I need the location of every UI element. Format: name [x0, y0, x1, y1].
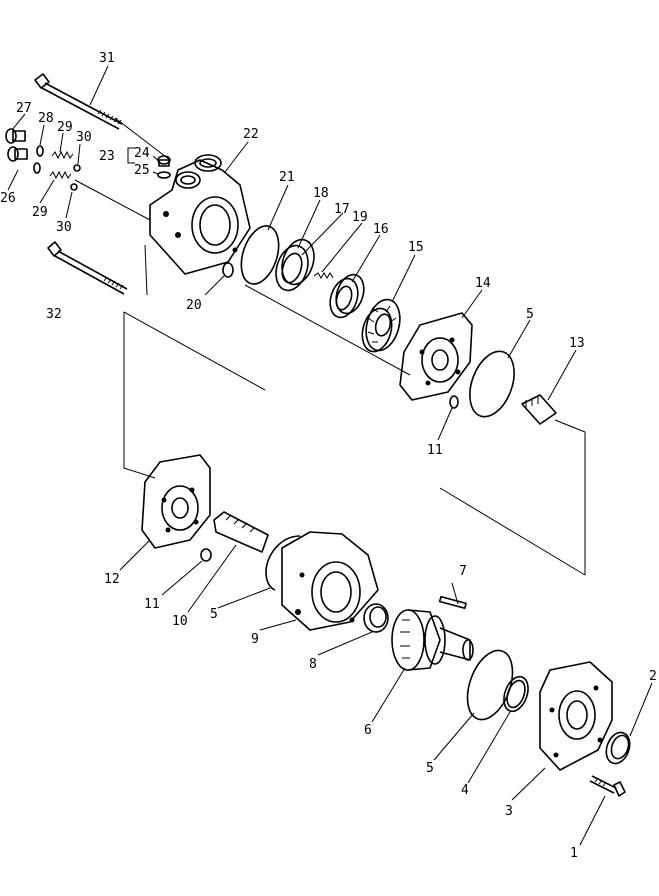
oring-21	[240, 225, 280, 285]
oring-5-upper	[469, 350, 515, 418]
ring-2	[605, 731, 631, 765]
label-27: 27	[16, 101, 32, 116]
oring-11-lower	[200, 548, 212, 562]
label-5-middle: 5	[210, 607, 218, 622]
oring-20	[222, 262, 234, 278]
plate-12	[141, 454, 211, 549]
label-6: 6	[364, 723, 372, 738]
label-5-bottom: 5	[426, 761, 434, 776]
label-17: 17	[334, 202, 350, 217]
bearing-16	[329, 273, 365, 319]
label-30: 30	[76, 130, 92, 145]
label-15: 15	[408, 240, 424, 255]
label-26: 26	[0, 191, 16, 206]
label-3: 3	[505, 804, 513, 819]
leader-lines	[7, 65, 653, 846]
label-5-top: 5	[526, 307, 534, 322]
label-11-top: 11	[427, 443, 443, 458]
oring-11-upper	[449, 395, 459, 409]
label-16: 16	[373, 222, 389, 237]
label-2: 2	[649, 669, 657, 684]
label-30-lower: 30	[56, 220, 72, 235]
label-18: 18	[313, 186, 329, 201]
housing-9	[281, 531, 379, 631]
key-7	[438, 595, 467, 610]
label-29-lower: 29	[32, 205, 48, 220]
ring-8	[363, 603, 389, 633]
label-11-bottom: 11	[144, 597, 160, 612]
label-9: 9	[251, 632, 259, 647]
part-labels: 31 27 28 29 30 23 24 25 22 26 29 30 21 1…	[0, 51, 657, 861]
housing-22	[149, 154, 251, 275]
spring-29	[49, 150, 74, 180]
label-31: 31	[99, 51, 115, 66]
cover-3	[539, 661, 613, 771]
label-1: 1	[570, 846, 578, 861]
label-13: 13	[569, 336, 585, 351]
label-21: 21	[279, 170, 295, 185]
rotor-15	[361, 298, 401, 353]
label-4: 4	[461, 783, 469, 798]
label-32: 32	[46, 307, 62, 322]
label-14: 14	[475, 276, 491, 291]
plug-27	[5, 128, 26, 144]
plate-14	[399, 312, 473, 401]
label-7: 7	[459, 564, 467, 579]
assembly-guide-lines	[74, 117, 586, 576]
shaft-10	[213, 511, 269, 553]
oring-25	[157, 171, 171, 179]
label-28: 28	[38, 111, 54, 126]
label-20: 20	[186, 298, 202, 313]
label-12: 12	[104, 572, 120, 587]
bolt-31	[34, 73, 123, 130]
label-23: 23	[99, 149, 115, 164]
label-29: 29	[57, 120, 73, 135]
output-shaft-6	[391, 609, 474, 671]
label-19: 19	[352, 210, 368, 225]
ring-4	[503, 675, 529, 713]
label-22: 22	[243, 127, 259, 142]
label-8: 8	[309, 657, 317, 672]
ball-30	[70, 164, 81, 191]
label-24: 24	[134, 146, 150, 161]
screw-19	[313, 272, 334, 279]
plug-26	[7, 146, 28, 162]
fitting-24	[157, 155, 171, 167]
bolt-1	[589, 775, 626, 797]
label-25: 25	[134, 163, 150, 178]
coupling-13	[521, 394, 557, 425]
label-10: 10	[172, 614, 188, 629]
washer-28	[33, 145, 44, 174]
bolt-32	[47, 241, 128, 295]
oring-5-middle	[265, 535, 301, 591]
